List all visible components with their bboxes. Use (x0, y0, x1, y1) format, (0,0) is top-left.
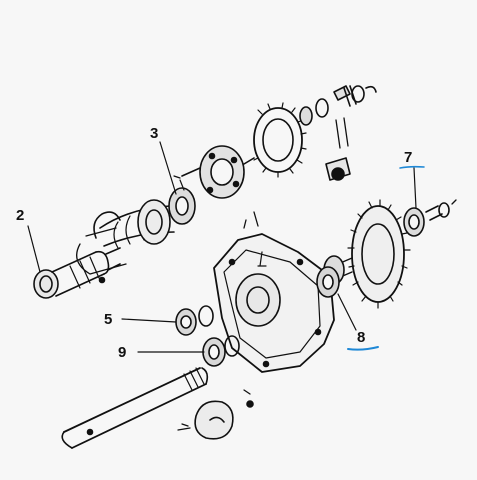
part-9-seal (202, 335, 240, 367)
part-2-yoke-flange (33, 247, 121, 299)
callout-2: 2 (16, 207, 25, 224)
callout-9: 9 (118, 344, 127, 361)
highlight-under-8 (347, 346, 379, 351)
leader-8 (337, 293, 357, 331)
callout-5: 5 (104, 311, 113, 328)
highlight-under-7 (399, 165, 425, 169)
output-shaft (61, 367, 209, 449)
end-cover (177, 389, 254, 440)
differential-assembly (181, 85, 377, 199)
part-3-shaft-assembly (76, 175, 196, 275)
leader-2 (27, 225, 41, 273)
leader-lines (27, 141, 417, 353)
part-8-bearing (316, 266, 340, 298)
leader-7 (413, 167, 417, 209)
callout-7: 7 (404, 149, 413, 166)
leader-5 (121, 318, 177, 323)
gearbox-housing (213, 211, 335, 373)
callout-3: 3 (150, 125, 159, 142)
callout-8: 8 (357, 329, 366, 346)
leader-3 (159, 141, 177, 195)
part-5-bearing (175, 305, 214, 336)
part-7-gear-assembly (323, 199, 457, 309)
